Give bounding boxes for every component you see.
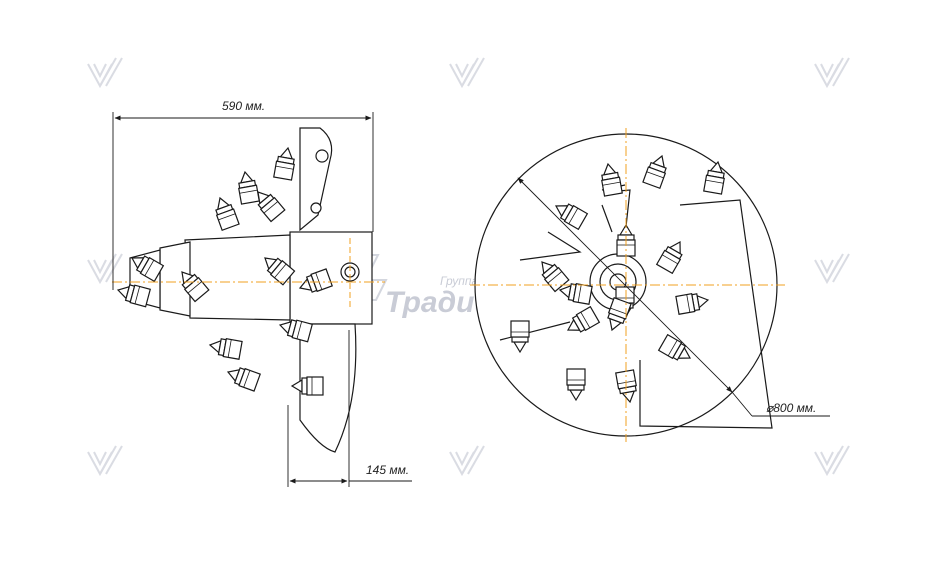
side-pick [235, 169, 260, 205]
diameter-dimension [517, 177, 830, 417]
diameter-dimension-label: ⌀800 мм. [766, 401, 816, 415]
width-dimension-label: 590 мм. [222, 99, 265, 113]
side-view [115, 127, 373, 453]
width-dimension [112, 112, 374, 290]
depth-dimension [287, 330, 412, 487]
mounting-hole [340, 262, 360, 282]
depth-dimension-label: 145 мм. [366, 463, 409, 477]
mounting-ear [299, 127, 333, 232]
mounting-fin [299, 323, 357, 453]
mounting-plate [289, 231, 373, 325]
